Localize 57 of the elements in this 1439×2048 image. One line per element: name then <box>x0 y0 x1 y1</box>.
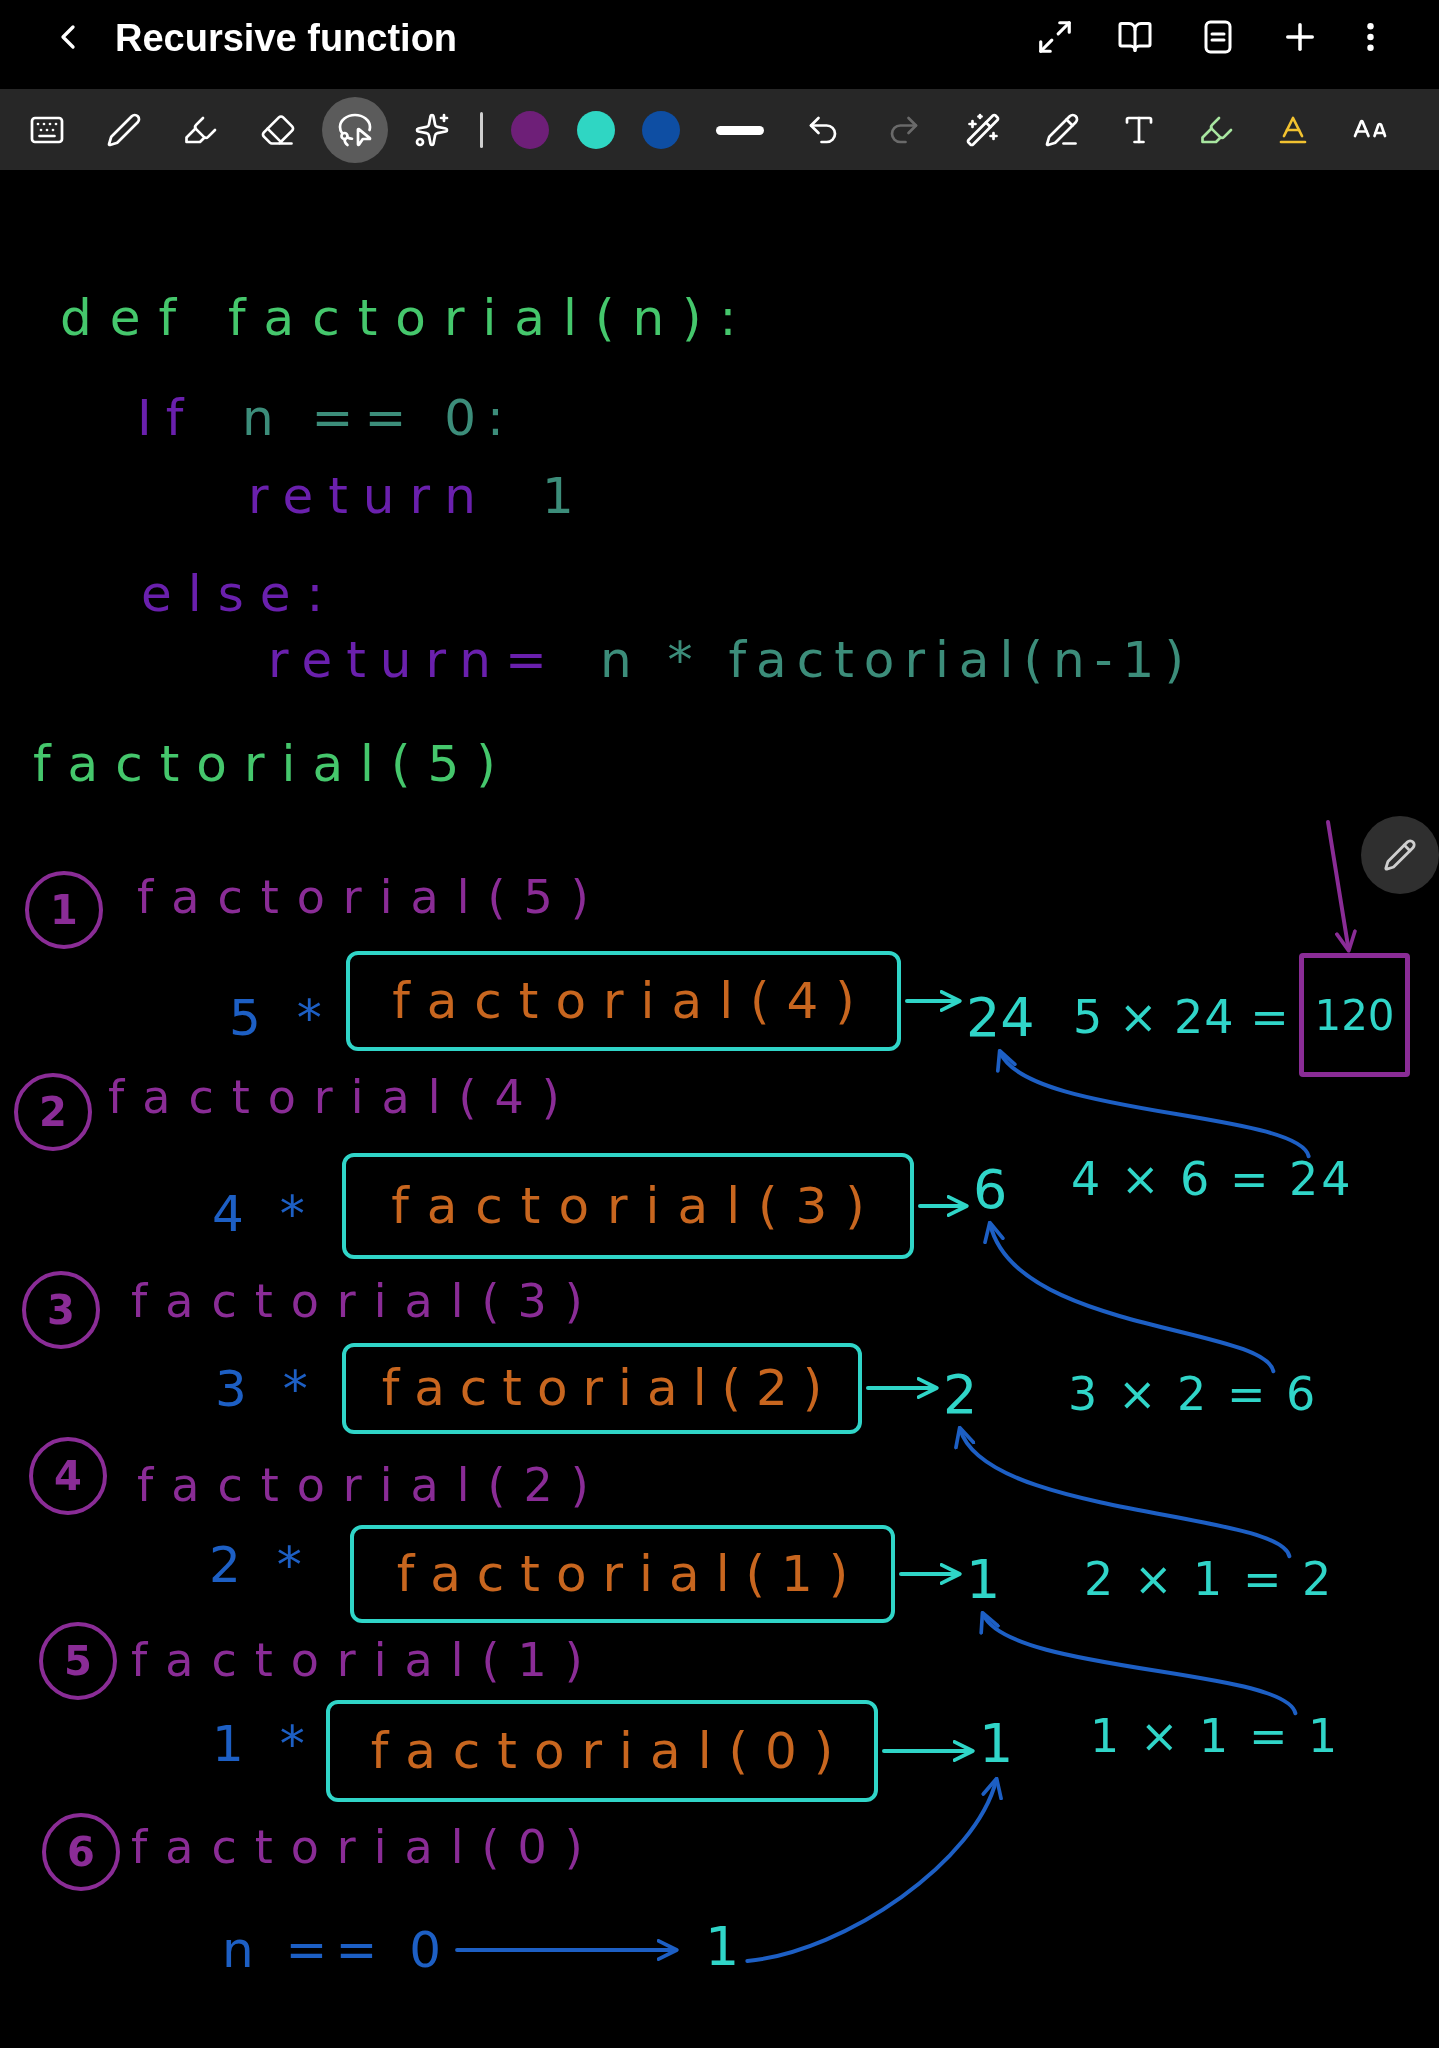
multiplier-text: 2 * <box>209 1537 312 1593</box>
result-value: 24 <box>966 987 1035 1049</box>
step-number-circle: 4 <box>29 1437 107 1515</box>
code-text: 1 <box>542 468 574 524</box>
call-label: factorial(0) <box>131 1822 601 1874</box>
code-text: def factorial(n): <box>60 290 755 346</box>
multiplier-text: 3 * <box>215 1361 318 1417</box>
call-label: factorial(5) <box>137 872 607 924</box>
equation-text: 3 × 2 = 6 <box>1068 1369 1319 1421</box>
arrow <box>986 1220 1276 1374</box>
page-title: Recursive function <box>115 16 458 60</box>
code-text: n == 0: <box>242 390 515 446</box>
call-label: factorial(1) <box>131 1635 601 1687</box>
arrow <box>905 990 962 1012</box>
step-number-circle: 5 <box>39 1622 117 1700</box>
condition-text: n == 0 <box>222 1922 450 1978</box>
arrow <box>980 1611 1298 1716</box>
call-label: factorial(3) <box>131 1276 601 1328</box>
multiplier-text: 5 * <box>229 990 332 1046</box>
code-text: n * factorial(n-1) <box>600 632 1194 688</box>
result-value: 1 <box>966 1549 1001 1611</box>
result-box: 120 <box>1299 953 1410 1077</box>
result-value: 1 <box>979 1713 1014 1775</box>
call-box: factorial(4) <box>346 951 901 1051</box>
arrow <box>957 1425 1292 1559</box>
arrow <box>918 1195 969 1217</box>
call-box: factorial(2) <box>342 1342 862 1434</box>
step-number-circle: 1 <box>25 871 103 949</box>
arrow <box>866 1377 939 1399</box>
step-number-circle: 6 <box>42 1813 120 1891</box>
step-number-circle: 3 <box>22 1271 100 1349</box>
code-text: else: <box>141 566 340 622</box>
result-value: 1 <box>705 1916 740 1978</box>
arrow <box>1326 820 1357 953</box>
multiplier-text: 1 * <box>212 1716 315 1772</box>
result-value: 2 <box>943 1364 978 1426</box>
equation-text: 2 × 1 = 2 <box>1084 1554 1335 1606</box>
arrow <box>997 1048 1311 1159</box>
call-box: factorial(3) <box>342 1153 914 1259</box>
arrow <box>745 1776 1002 1963</box>
arrow <box>882 1740 975 1762</box>
equation-text: 4 × 6 = 24 <box>1071 1154 1354 1206</box>
arrow <box>455 1939 679 1961</box>
arrow <box>899 1563 962 1585</box>
call-label: factorial(4) <box>108 1072 578 1124</box>
result-value: 6 <box>973 1159 1008 1221</box>
equation-text: 1 × 1 = 1 <box>1090 1711 1341 1763</box>
equation-text: 5 × 24 = <box>1073 992 1290 1044</box>
code-text: factorial(5) <box>33 736 513 792</box>
multiplier-text: 4 * <box>212 1186 315 1242</box>
code-text: return <box>248 468 491 524</box>
code-text: If <box>137 390 198 446</box>
call-box: factorial(0) <box>326 1700 878 1802</box>
call-label: factorial(2) <box>137 1460 607 1512</box>
call-box: factorial(1) <box>350 1525 895 1623</box>
code-text: return= <box>268 632 561 688</box>
step-number-circle: 2 <box>14 1073 92 1151</box>
